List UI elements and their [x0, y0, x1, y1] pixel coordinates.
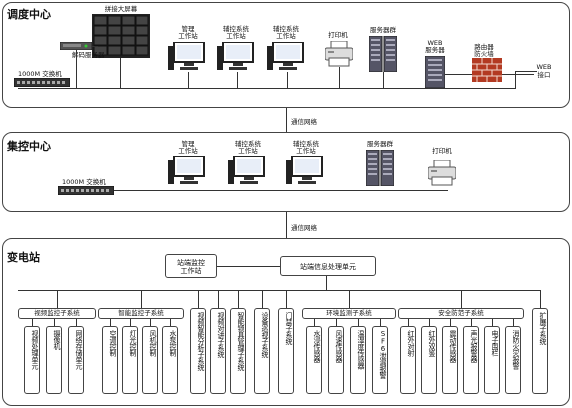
env-item-3: 温湿度传感器 [350, 326, 366, 394]
web-server-icon [425, 56, 445, 88]
dispatch-center-title: 调度中心 [7, 8, 51, 21]
smart-item-1: 空调控制 [102, 326, 118, 394]
centralized-mgmt-label-1: 管理 [181, 140, 195, 148]
video-wall-icon [92, 14, 150, 58]
dispatch-aux2-workstation-icon [267, 42, 304, 70]
firewall-label-2: 防火墙 [474, 50, 494, 58]
security-group-box: 安全防范子系统 [398, 308, 524, 319]
network-link-1 [286, 108, 287, 132]
dispatch-server-group-icon [369, 36, 397, 72]
info-unit-label: 站端信息处理单元 [300, 263, 356, 271]
web-server-label-1: WEB [427, 39, 443, 47]
centralized-aux1-label-2: 工作站 [238, 147, 258, 155]
security-item-5: 电子围栏 [484, 326, 500, 394]
substation-title: 变电站 [7, 251, 40, 264]
dispatch-printer-icon [325, 41, 353, 67]
substation-workstation-label-2: 工作站 [180, 267, 202, 275]
centralized-servers-label: 服务器群 [367, 140, 393, 148]
env-item-2: 风速传感器 [328, 326, 344, 394]
dispatch-printer-label: 打印机 [328, 31, 348, 39]
dispatch-mgmt-workstation-icon [168, 42, 205, 70]
network-label-1: 通信网络 [291, 118, 317, 126]
dispatch-mgmt-label-1: 管理 [181, 25, 195, 33]
dispatch-aux2-label-2: 工作站 [276, 32, 296, 40]
centralized-aux2-label-2: 工作站 [296, 147, 316, 155]
security-item-1: 红外对射 [400, 326, 416, 394]
standalone-item-1: 视频智能分析子系统 [190, 308, 206, 394]
video-item-1: 视频处理单元 [24, 326, 40, 394]
centralized-aux1-workstation-icon [228, 156, 265, 184]
centralized-server-group-icon [366, 150, 394, 186]
standalone-item-5: 门禁子系统 [278, 308, 294, 394]
dispatch-backbone [18, 88, 515, 89]
dispatch-aux1-label-2: 工作站 [226, 32, 246, 40]
security-item-4: 声光报警器 [463, 326, 479, 394]
env-item-4: SF6泄漏报警 [372, 326, 388, 394]
dispatch-aux2-label-1: 辅控系统 [273, 25, 299, 33]
big-screen-label: 拼接大屏幕 [104, 5, 138, 13]
security-item-2: 红外双鉴 [421, 326, 437, 394]
centralized-mgmt-label-2: 工作站 [178, 147, 198, 155]
centralized-aux1-label-1: 辅控系统 [235, 140, 261, 148]
centralized-mgmt-workstation-icon [168, 156, 205, 184]
dispatch-switch-label: 1000M 交换机 [18, 70, 62, 78]
smart-item-4: 水泵控制 [162, 326, 178, 394]
web-port-label-1: WEB [536, 63, 552, 71]
network-link-2 [286, 212, 287, 238]
env-item-1: 水浸传感器 [306, 326, 322, 394]
substation-workstation-box: 站端监控 工作站 [165, 254, 217, 278]
env-group-box: 环境监测子系统 [302, 308, 396, 319]
network-label-2: 通信网络 [291, 224, 317, 232]
dispatch-mgmt-label-2: 工作站 [178, 32, 198, 40]
centralized-switch-icon [58, 186, 114, 195]
video-item-2: 摄像机 [46, 326, 62, 394]
centralized-aux2-workstation-icon [286, 156, 323, 184]
info-unit-box: 站端信息处理单元 [280, 256, 376, 276]
substation-bus [18, 290, 541, 291]
centralized-aux2-label-1: 辅控系统 [293, 140, 319, 148]
smart-item-2: 灯光控制 [122, 326, 138, 394]
dispatch-aux1-label-1: 辅控系统 [223, 25, 249, 33]
expansion-subsystem-box: 扩展子系统 [532, 308, 548, 394]
dispatch-aux1-workstation-icon [217, 42, 254, 70]
video-group-box: 视频监控子系统 [18, 308, 96, 319]
smart-group-box: 智能监控子系统 [98, 308, 184, 319]
firewall-label-1: 路由器 [474, 43, 494, 51]
web-server-label-2: 服务器 [425, 46, 445, 54]
centralized-switch-label: 1000M 交换机 [62, 178, 106, 186]
standalone-item-3: 智能锁具管理子系统 [230, 308, 246, 394]
substation-workstation-label-1: 站端监控 [177, 259, 205, 267]
security-item-3: 震动传感器 [442, 326, 458, 394]
firewall-icon [472, 58, 502, 82]
decoder-label: 解码服务器 [72, 51, 105, 59]
centralized-backbone [60, 190, 448, 191]
centralized-center-title: 集控中心 [7, 140, 51, 153]
dispatch-switch-icon [14, 78, 70, 87]
standalone-item-4: 设备巡视子系统 [254, 308, 270, 394]
web-port-label-2: 接口 [537, 71, 551, 79]
centralized-printer-label: 打印机 [432, 147, 452, 155]
video-item-3: 网络存储单元 [68, 326, 84, 394]
standalone-item-2: 视频对讲子系统 [210, 308, 226, 394]
decoder-server-icon [60, 42, 92, 50]
security-item-6: 消防火灾报警 [505, 326, 521, 394]
smart-item-3: 风机控制 [142, 326, 158, 394]
dispatch-servers-label: 服务器群 [370, 26, 396, 34]
centralized-printer-icon [428, 160, 456, 186]
